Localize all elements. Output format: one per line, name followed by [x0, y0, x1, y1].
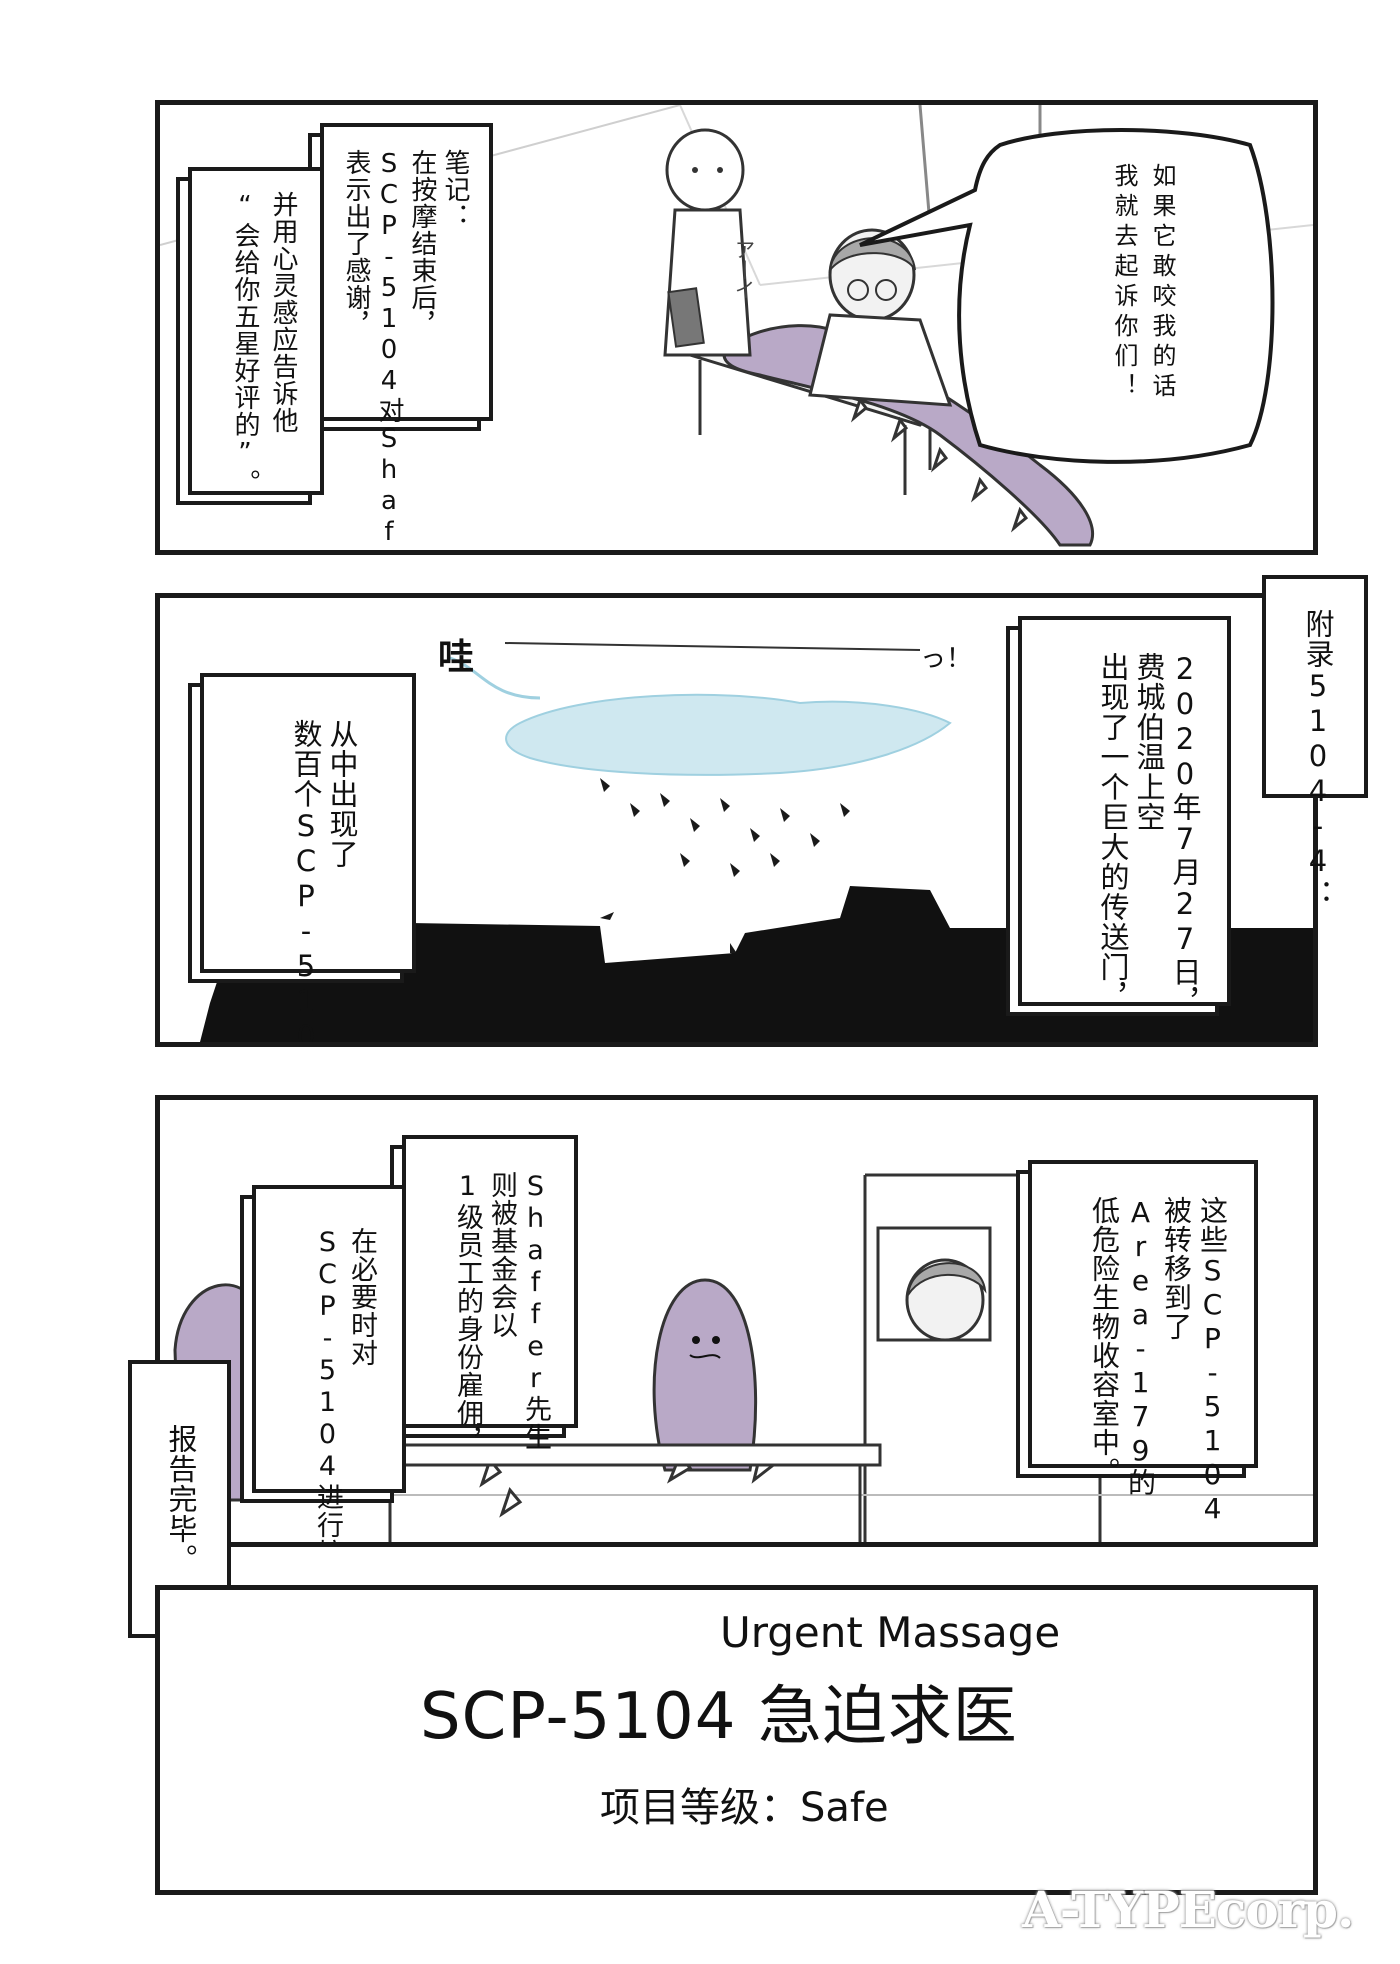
- caption-massage-duty: 在必要时对 SCP-5104进行按摩。: [252, 1185, 406, 1547]
- caption-employment-text: Shaffer先生 则被基金会以 1级员工的身份雇佣，: [452, 1171, 551, 1455]
- note-caption-text-2: 并用心灵感应告诉他 “会给你五星好评的”。: [230, 191, 298, 496]
- panel-2: 哇 っ！ 2020年7月27日， 费城伯温上空 出现了一个巨大的传送门， 从中出…: [155, 593, 1318, 1047]
- caption-creatures: 从中出现了 数百个SCP-5104。: [200, 673, 416, 1047]
- wa-sfx: 哇: [438, 637, 475, 678]
- title-main: SCP-5104 急迫求医: [420, 1680, 1018, 1754]
- note-caption-back: 笔记： 在按摩结束后， SCP-5104对Shaffer先生 表示出了感谢，: [320, 123, 493, 555]
- object-class: 项目等级：Safe: [600, 1785, 889, 1831]
- caption-massage-duty-text: 在必要时对 SCP-5104进行按摩。: [312, 1227, 377, 1547]
- caption-creatures-text: 从中出现了 数百个SCP-5104。: [289, 719, 359, 1047]
- caption-transfer: 这些SCP-5104 被转移到了 Area-179的 低危险生物收容室中。: [1028, 1160, 1258, 1526]
- caption-employment: Shaffer先生 则被基金会以 1级员工的身份雇佣，: [402, 1135, 578, 1455]
- watermark-logo: A-TYPEcorp.: [1022, 1880, 1354, 1939]
- sfx-text: ア 丨 イ: [735, 238, 755, 302]
- title-box: Urgent Massage SCP-5104 急迫求医 项目等级：Safe: [155, 1585, 1318, 1895]
- wa-sfx-tail: っ！: [920, 644, 973, 674]
- caption-transfer-text: 这些SCP-5104 被转移到了 Area-179的 低危险生物收容室中。: [1088, 1196, 1229, 1526]
- report-end-text: 报告完毕。: [164, 1424, 198, 1574]
- note-caption-front: 并用心灵感应告诉他 “会给你五星好评的”。: [188, 167, 324, 496]
- appendix-label: 附录5104-4：: [1262, 575, 1368, 909]
- title-english: Urgent Massage: [720, 1608, 1061, 1657]
- note-caption-text: 笔记： 在按摩结束后， SCP-5104对Shaffer先生 表示出了感谢，: [341, 149, 470, 555]
- speech-text: 如果它敢咬我的话 我就去起诉你们！: [1110, 163, 1176, 403]
- caption-portal: 2020年7月27日， 费城伯温上空 出现了一个巨大的传送门，: [1018, 616, 1231, 1017]
- panel-3-art: [160, 1173, 1313, 1542]
- panel-1: 笔记： 在按摩结束后， SCP-5104对Shaffer先生 表示出了感谢， 并…: [155, 100, 1318, 555]
- panel-3: 这些SCP-5104 被转移到了 Area-179的 低危险生物收容室中。 Sh…: [155, 1095, 1318, 1547]
- caption-portal-text: 2020年7月27日， 费城伯温上空 出现了一个巨大的传送门，: [1096, 652, 1202, 1017]
- appendix-label-text: 附录5104-4：: [1301, 609, 1335, 909]
